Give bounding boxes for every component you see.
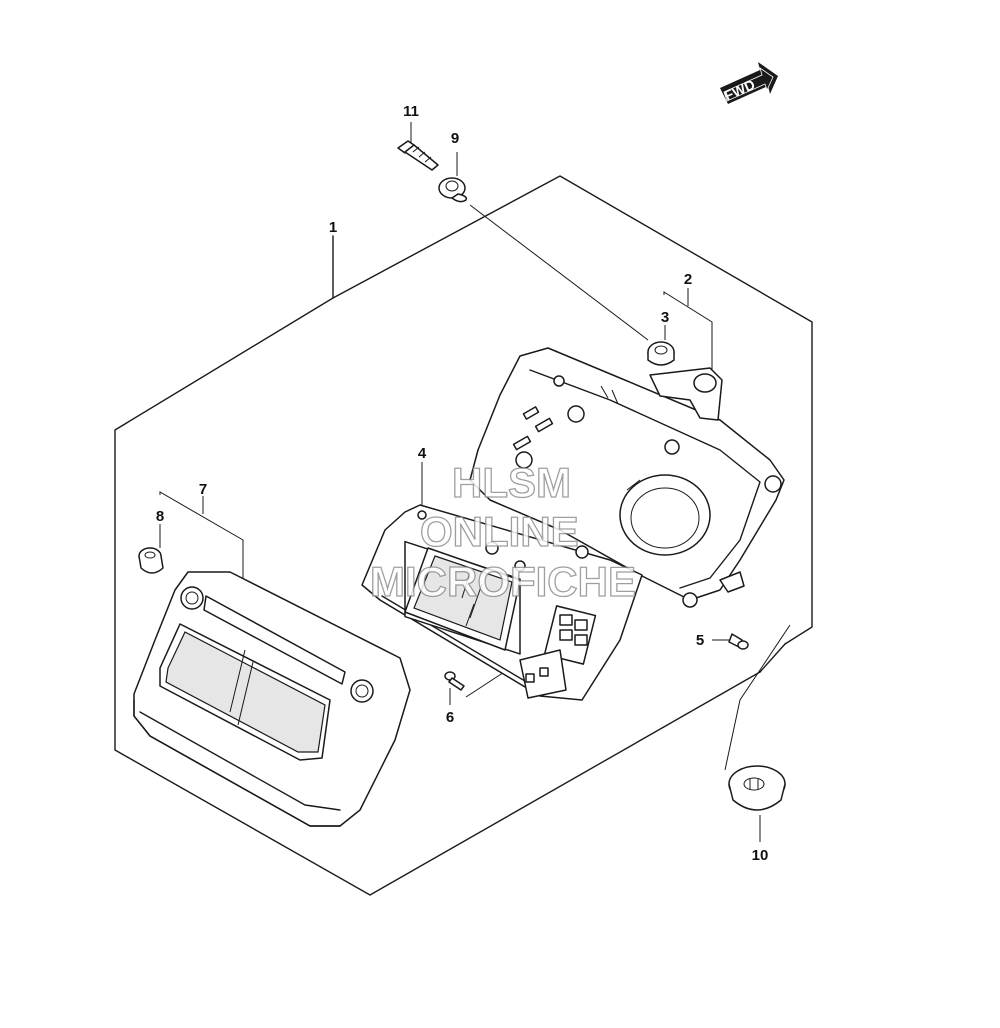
callout-labels: 1 2 3 4 5 6 7 8 9 10 11 (156, 103, 769, 864)
callout-6: 6 (446, 709, 454, 726)
leader-lines (159, 122, 791, 842)
callout-5: 5 (696, 632, 704, 649)
callout-10: 10 (752, 847, 769, 864)
callout-11: 11 (403, 103, 419, 120)
callout-8: 8 (156, 508, 164, 525)
part-8-knob (138, 547, 164, 574)
callout-4: 4 (418, 445, 427, 462)
watermark: HLSM ONLINE MICROFICHE (369, 458, 636, 605)
watermark-line2: ONLINE (420, 508, 579, 555)
fwd-arrow-icon: FWD (720, 62, 778, 104)
part-2-rear-case (469, 347, 785, 608)
callout-9: 9 (451, 130, 459, 147)
part-9-washer (438, 177, 468, 203)
part-6-screw (444, 671, 465, 691)
callout-7: 7 (199, 481, 207, 498)
fwd-label: FWD (722, 76, 758, 104)
callout-2: 2 (684, 271, 692, 288)
part-4-meter-board (361, 504, 643, 701)
watermark-line3: MICROFICHE (370, 558, 636, 605)
assembly-boundary (114, 175, 813, 896)
part-3-grommet (647, 341, 675, 366)
part-10-socket (728, 765, 786, 811)
watermark-line1: HLSM (452, 459, 571, 506)
part-5-screw (728, 633, 749, 650)
callout-1: 1 (329, 219, 337, 236)
callout-3: 3 (661, 309, 669, 326)
part-11-screw (397, 140, 439, 171)
part-7-front-cover (133, 571, 411, 827)
